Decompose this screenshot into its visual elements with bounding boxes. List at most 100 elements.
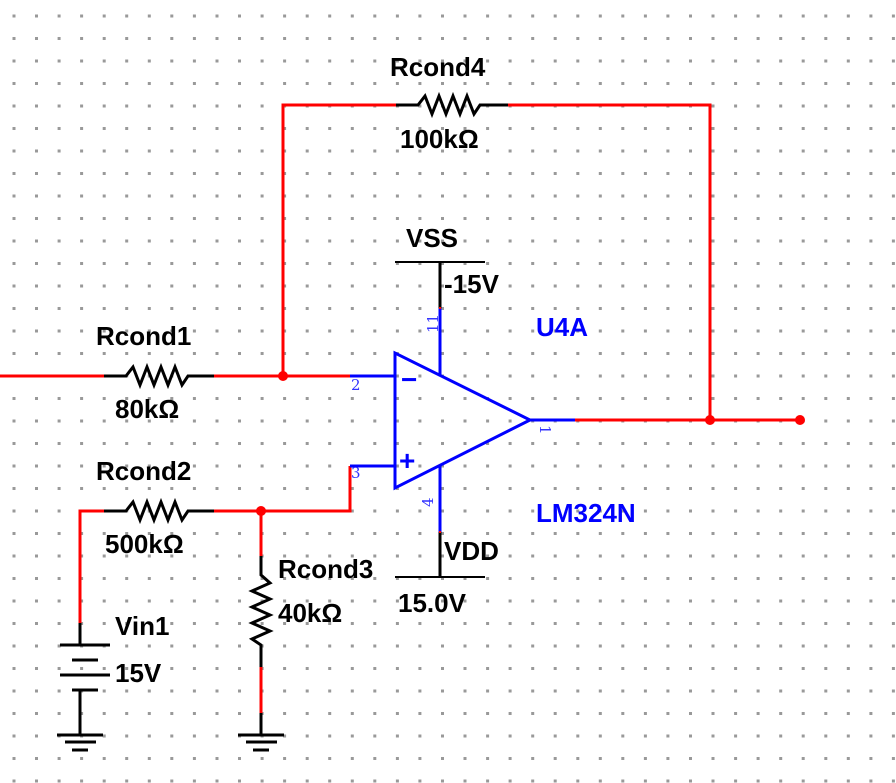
output-terminal[interactable]: [795, 415, 805, 425]
grid-dot: [779, 374, 783, 378]
grid-dot: [350, 172, 354, 175]
grid-dot: [102, 689, 106, 693]
grid-dot: [711, 352, 715, 355]
grid-dot: [756, 307, 760, 310]
grid-dot: [35, 532, 38, 535]
grid-dot: [734, 172, 738, 175]
grid-dot: [441, 689, 444, 693]
vin1-name: Vin1: [115, 611, 169, 641]
grid-dot: [531, 689, 535, 693]
grid-dot: [12, 59, 16, 63]
grid-dot: [553, 262, 557, 265]
grid-dot: [598, 194, 602, 198]
grid-dot: [395, 37, 399, 40]
grid-dot: [395, 14, 399, 18]
grid-dot: [80, 352, 84, 355]
grid-dot: [463, 644, 467, 648]
grid-dot: [463, 442, 467, 445]
grid-dot: [779, 599, 783, 603]
grid-dot: [57, 397, 61, 400]
wire-feedback[interactable]: [281, 103, 396, 376]
resistor-rcond4[interactable]: [396, 91, 508, 119]
grid-dot: [147, 149, 151, 153]
grid-dot: [553, 329, 557, 333]
grid-dot: [711, 127, 715, 130]
grid-dot: [734, 307, 738, 310]
grid-dot: [734, 622, 738, 625]
grid-dot: [238, 599, 241, 603]
resistor-rcond3[interactable]: [248, 556, 274, 667]
grid-dot: [486, 509, 490, 513]
grid-dot: [734, 397, 738, 400]
grid-dot: [643, 689, 647, 693]
grid-dot: [463, 757, 467, 760]
grid-dot: [350, 689, 354, 693]
grid-dot: [643, 284, 647, 288]
grid-dot: [102, 532, 106, 535]
grid-dot: [395, 554, 399, 558]
grid-dot: [238, 104, 241, 108]
grid-dot: [283, 37, 287, 40]
grid-dot: [283, 352, 287, 355]
grid-dot: [666, 59, 670, 63]
grid-dot: [395, 262, 399, 265]
grid-dot: [531, 397, 535, 400]
grid-dot: [576, 667, 580, 670]
grid-dot: [463, 419, 467, 423]
grid-dot: [531, 779, 535, 783]
wire-feedback-right[interactable]: [508, 103, 712, 420]
grid-dot: [260, 307, 264, 310]
grid-dot: [305, 37, 309, 40]
grid-dot: [846, 644, 850, 648]
rcond3-name: Rcond3: [278, 554, 373, 584]
wires: [0, 103, 800, 713]
grid-dot: [801, 487, 805, 490]
grid-dot: [779, 14, 783, 18]
vdd-rail[interactable]: [395, 532, 485, 578]
grid-dot: [192, 689, 196, 693]
battery-vin1[interactable]: [60, 623, 110, 735]
grid-dot: [57, 352, 61, 355]
opamp-u4a[interactable]: [350, 308, 575, 532]
vss-rail[interactable]: [395, 261, 485, 308]
grid-dot: [869, 172, 873, 175]
grid-dot: [576, 149, 580, 153]
grid-dot: [147, 577, 151, 580]
grid-dot: [215, 554, 219, 558]
grid-dot: [260, 194, 264, 198]
grid-dot: [486, 172, 490, 175]
grid-dot: [598, 689, 602, 693]
grid-dot: [170, 644, 174, 648]
grid-dot: [80, 149, 84, 153]
resistor-rcond2[interactable]: [104, 497, 214, 525]
grid-dot: [869, 127, 873, 130]
grid-dot: [192, 734, 196, 738]
grid-dot: [756, 104, 760, 108]
grid-dot: [328, 329, 332, 333]
rcond2-value: 500kΩ: [105, 529, 184, 559]
grid-dot: [305, 329, 309, 333]
grid-dot: [801, 149, 805, 153]
grid-dot: [80, 82, 84, 85]
grid-dot: [12, 644, 16, 648]
grid-dot: [891, 217, 895, 220]
grid-dot: [283, 644, 287, 648]
grid-dot: [553, 509, 557, 513]
grid-dot: [102, 239, 106, 243]
grid-dot: [305, 149, 309, 153]
grid-dot: [102, 577, 106, 580]
grid-dot: [508, 14, 512, 18]
grid-dot: [125, 239, 129, 243]
resistor-rcond1[interactable]: [104, 362, 214, 390]
wire-rcond2-left[interactable]: [78, 509, 104, 623]
grid-dot: [80, 37, 84, 40]
grid-dot: [666, 622, 670, 625]
grid-dot: [441, 554, 444, 558]
grid-dot: [57, 217, 61, 220]
grid-dot: [12, 577, 16, 580]
grid-dot: [102, 757, 106, 760]
pin-11-label: 11: [424, 314, 442, 333]
grid-dot: [80, 104, 84, 108]
grid-dot: [238, 352, 241, 355]
grid-dot: [734, 644, 738, 648]
